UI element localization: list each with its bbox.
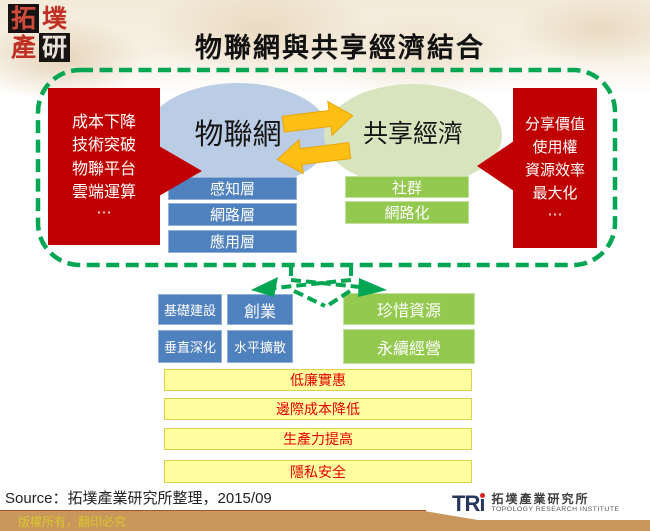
iot-outcome-horizontal: 水平擴散: [227, 330, 293, 363]
iot-outcome-startup: 創業: [227, 294, 293, 325]
seal-char-3: 產: [10, 33, 36, 62]
sharing-outcome-sustainable: 永續經營: [343, 329, 475, 364]
benefit-affordable: 低廉實惠: [164, 369, 472, 391]
iot-drivers-box: 成本下降 技術突破 物聯平台 雲端運算 ⋯: [48, 88, 160, 245]
tri-name-zh: 拓墣產業研究所: [491, 492, 590, 506]
topology-seal-logo: 拓 墣 產 研: [8, 4, 70, 62]
driver-line: 成本下降: [71, 114, 136, 132]
driver-line: 資源效率: [524, 162, 585, 179]
iot-outcome-infrastructure: 基礎建設: [158, 294, 222, 325]
driver-ellipsis: ⋯: [547, 205, 563, 223]
benefit-marginal-cost: 邊際成本降低: [164, 398, 472, 420]
driver-line: 最大化: [532, 185, 578, 203]
iot-outcome-vertical: 垂直深化: [158, 330, 222, 363]
driver-line: 使用權: [532, 138, 578, 156]
copyright-text: 版權所有，翻印必究: [18, 515, 127, 529]
slide-title: 物聯網與共享經濟結合: [195, 33, 485, 64]
driver-line: 技術突破: [71, 137, 136, 155]
seal-char-2: 墣: [41, 4, 67, 33]
iot-layer-network: 網路層: [168, 203, 297, 226]
sharing-layer-networked: 網路化: [345, 201, 469, 224]
tri-acronym-text: TRi: [452, 491, 485, 516]
iot-layer-perception: 感知層: [168, 177, 297, 200]
tri-acronym: TRi: [452, 491, 486, 516]
tri-names: 拓墣產業研究所 TOPOLOGY RESEARCH INSTITUTE: [491, 492, 620, 515]
tri-name-en: TOPOLOGY RESEARCH INSTITUTE: [491, 506, 620, 514]
iot-ellipse: 物聯網: [145, 83, 331, 188]
driver-line: 雲端運算: [71, 183, 136, 201]
sharing-outcome-resources: 珍惜資源: [343, 293, 475, 325]
sharing-layer-community: 社群: [345, 176, 469, 198]
seal-char-4: 研: [39, 33, 70, 62]
benefit-productivity: 生產力提高: [164, 428, 472, 450]
iot-label: 物聯網: [194, 116, 282, 151]
tri-logo-red-dot-icon: [480, 493, 486, 498]
tri-logo: TRi 拓墣產業研究所 TOPOLOGY RESEARCH INSTITUTE: [452, 491, 620, 516]
benefit-privacy: 隱私安全: [164, 460, 472, 483]
seal-char-1: 拓: [8, 4, 39, 33]
driver-ellipsis: ⋯: [96, 203, 112, 221]
source-note: Source：拓墣產業研究所整理，2015/09: [5, 490, 272, 507]
sharing-economy-label: 共享經濟: [362, 118, 463, 148]
sharing-economy-ellipse: 共享經濟: [324, 84, 502, 187]
driver-line: 物聯平台: [71, 160, 136, 178]
driver-line: 分享價值: [524, 115, 585, 133]
iot-layer-application: 應用層: [168, 230, 297, 253]
sharing-drivers-box: 分享價值 使用權 資源效率 最大化 ⋯: [513, 88, 597, 248]
